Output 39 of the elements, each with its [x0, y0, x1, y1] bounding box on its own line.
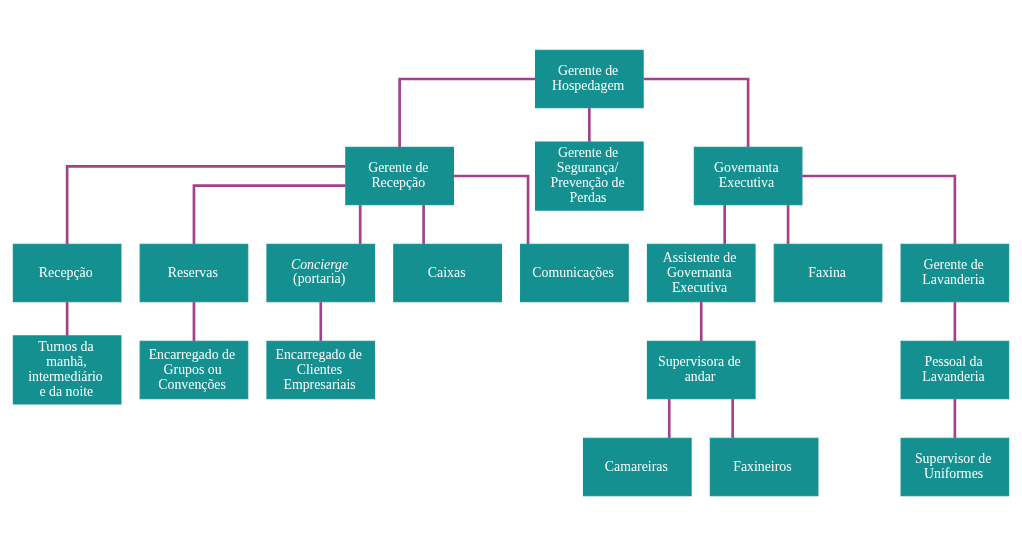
node-box: Comunicações [520, 243, 629, 303]
node-box: Pessoal da Lavanderia [900, 340, 1010, 400]
node-box: Faxineiros [709, 437, 819, 497]
connector [192, 184, 346, 244]
node-box: Gerente de Lavanderia [900, 243, 1010, 303]
connector [358, 205, 362, 244]
node-box: Supervisor de Uniformes [900, 437, 1010, 497]
connector [699, 302, 703, 341]
node-box: Assistente de Governanta Executiva [646, 243, 756, 303]
connector [667, 399, 671, 438]
connector [65, 165, 346, 245]
node-box: Turnos da manhã, intermediário e da noite [12, 335, 122, 405]
node-box: Reservas [139, 243, 249, 303]
connector [802, 174, 957, 244]
connector [786, 205, 790, 244]
node-box: Encarregado de Grupos ou Convenções [139, 340, 249, 400]
connector [65, 302, 69, 336]
connector [398, 77, 536, 147]
node-box: Supervisora de andar [646, 340, 756, 400]
node-box: Governanta Executiva [693, 146, 803, 206]
connector [953, 399, 957, 438]
connector [731, 399, 734, 438]
node-box: Gerente de Recepção [345, 146, 454, 206]
node-box: Recepção [12, 243, 122, 303]
node-box: Faxina [773, 243, 883, 303]
connector [422, 205, 425, 244]
node-box: Gerente de Hospedagem [534, 49, 644, 109]
connector [723, 205, 726, 244]
node-box: Concierge (portaria) [266, 243, 376, 303]
node-box: Gerente de Segurança/ Prevenção de Perdas [534, 141, 644, 211]
node-box: Encarregado de Clientes Empresariais [266, 340, 376, 400]
node-box: Camareiras [582, 437, 692, 497]
connector [192, 302, 196, 341]
connector [453, 174, 530, 244]
connector [643, 77, 750, 147]
node-box: Caixas [393, 243, 502, 303]
connector [319, 302, 323, 341]
connector [953, 302, 957, 341]
connector [588, 108, 591, 142]
